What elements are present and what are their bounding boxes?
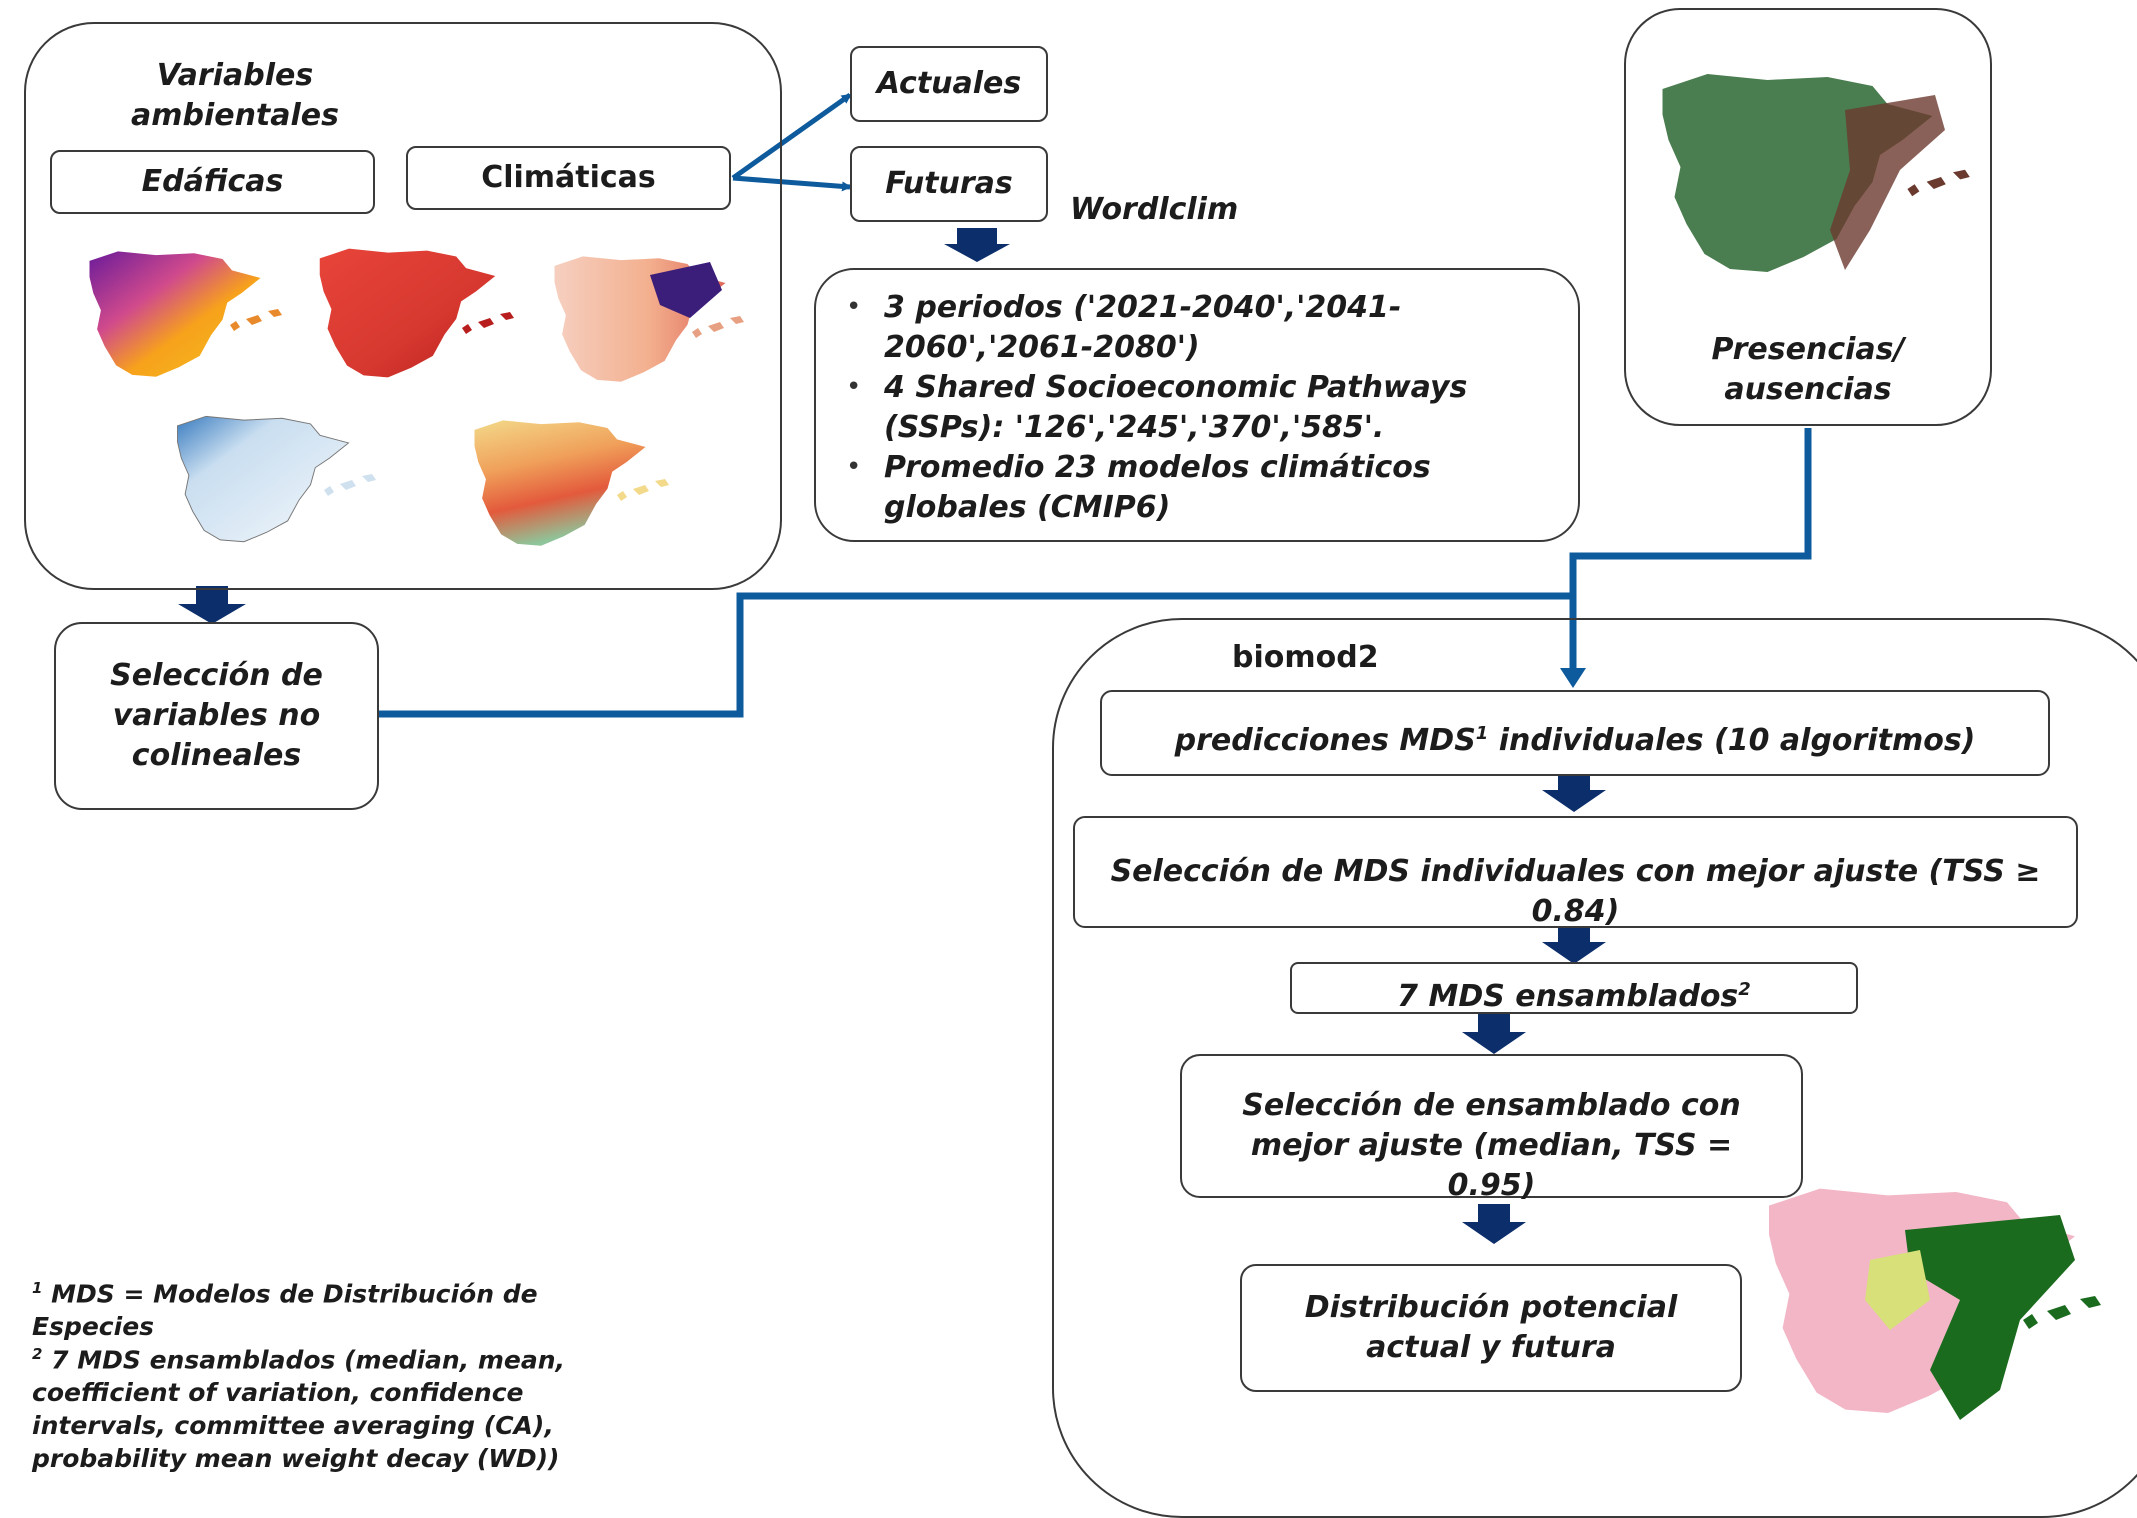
potential-distribution-label: Distribución potencial actual y futura (1304, 1290, 1678, 1365)
step1-superscript: 1 (1475, 723, 1489, 744)
presence-absence-box (1624, 8, 1992, 426)
soil-variables-label: Edáficas (141, 164, 284, 199)
best-individual-selection-box (1073, 816, 2078, 928)
diagram-graphics (89, 74, 2101, 1420)
step1-text-b: individuales (10 algoritmos) (1488, 723, 1976, 758)
presence-absence-map (1662, 74, 1970, 272)
soil-variables-box (50, 150, 375, 214)
step3-superscript: 2 (1738, 979, 1751, 1000)
biomod2-title: biomod2 (1232, 640, 1379, 675)
climate-map-pink (554, 256, 744, 382)
individual-predictions-label: predicciones MDS1 individuales (10 algor… (1100, 714, 2050, 761)
ensemble-selection-label: Selección de ensamblado con mejor ajuste… (1242, 1088, 1741, 1203)
potential-distribution-box (1240, 1264, 1742, 1392)
current-climate-label: Actuales (876, 66, 1022, 101)
climate-variables-box (406, 146, 731, 210)
environmental-variables-title: Variables ambientales (130, 58, 340, 133)
ensembles-label: 7 MDS ensamblados2 (1290, 970, 1858, 1017)
bullet-models: Promedio 23 modelos climáticos globales … (884, 450, 1431, 525)
footnote-1-text: MDS = Modelos de Distribución de Especie… (32, 1279, 538, 1342)
worldclim-label: Wordlclim (1070, 192, 1239, 227)
individual-predictions-box (1100, 690, 2050, 776)
bullet-periods: 3 periodos ('2021-2040','2041-2060','206… (884, 290, 1402, 365)
footnote-2-text: 7 MDS ensamblados (median, mean, coeffic… (32, 1345, 566, 1474)
bullet-dot-2: • (846, 372, 862, 402)
scenario-details-box (814, 268, 1580, 542)
footnote-2-number: 2 (32, 1345, 43, 1363)
future-climate-label: Futuras (885, 166, 1013, 201)
best-individual-selection-label: Selección de MDS individuales con mejor … (1110, 854, 2041, 929)
climate-variables-label: Climáticas (481, 160, 656, 195)
bullet-ssps: 4 Shared Socioeconomic Pathways (SSPs): … (884, 370, 1468, 445)
bullet-dot-1: • (846, 292, 862, 322)
footnote-1-number: 1 (32, 1279, 43, 1297)
presence-absence-label: Presencias/ ausencias (1711, 332, 1905, 407)
variable-selection-label: Selección de variables no colineales (110, 658, 323, 773)
step1-text-a: predicciones MDS (1174, 723, 1476, 758)
current-climate-box (850, 46, 1048, 122)
potential-distribution-map (1769, 1188, 2101, 1420)
footnote-1: 1 MDS = Modelos de Distribución de Espec… (32, 1272, 552, 1343)
step3-text: 7 MDS ensamblados (1397, 979, 1739, 1014)
ensemble-selection-box (1180, 1054, 1803, 1198)
bullet-dot-3: • (846, 452, 862, 482)
ensembles-box (1290, 962, 1858, 1014)
footnote-2: 2 7 MDS ensamblados (median, mean, coeff… (32, 1338, 572, 1475)
environmental-variables-box (24, 22, 782, 590)
variable-selection-box (54, 622, 379, 810)
future-climate-box (850, 146, 1048, 222)
